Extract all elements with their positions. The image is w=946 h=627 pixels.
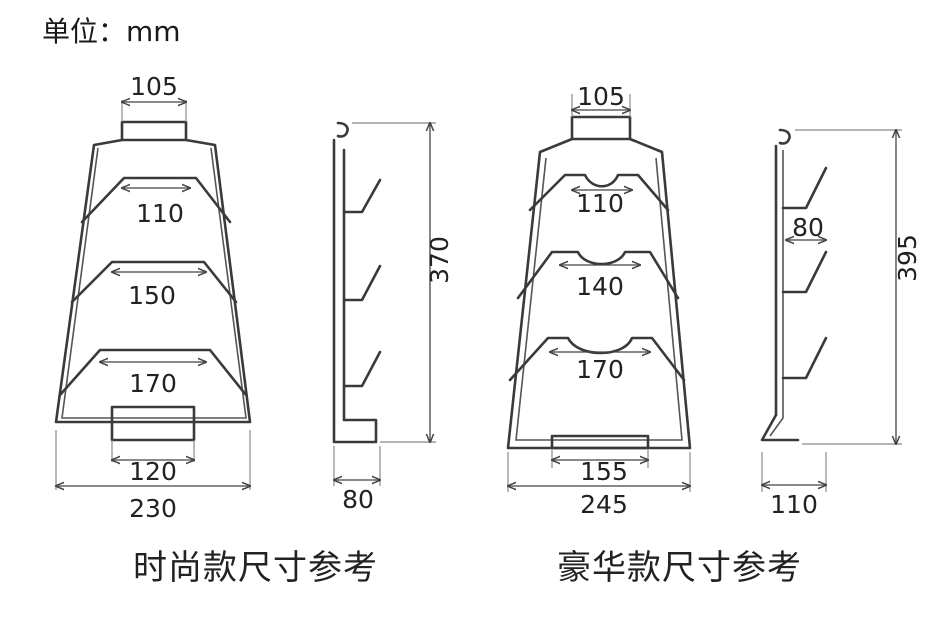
right-inner-frame xyxy=(515,157,683,441)
right-dim-base-slot: 155 xyxy=(580,457,628,486)
right-base-tray xyxy=(550,434,650,450)
right-dim-hook-depth: 80 xyxy=(792,213,824,242)
right-dim-height: 395 xyxy=(893,234,922,282)
left-front-view: 105 110 150 170 120 230 xyxy=(54,72,252,523)
right-dim-tier-3: 170 xyxy=(576,355,624,384)
left-top-plate xyxy=(120,120,188,142)
left-tier-2 xyxy=(70,260,238,304)
left-dim-top-width: 105 xyxy=(130,72,178,101)
left-inner-frame xyxy=(61,147,247,419)
right-dim-tier-2: 140 xyxy=(576,272,624,301)
left-dim-tier-1: 110 xyxy=(136,199,184,228)
left-dim-tier-3: 170 xyxy=(129,369,177,398)
right-side-frame-inner xyxy=(769,150,784,437)
right-side-hook xyxy=(778,128,791,145)
right-front-view: 105 110 140 170 155 245 xyxy=(506,82,692,519)
left-base-slot xyxy=(110,405,196,442)
left-dim-depth: 80 xyxy=(342,485,374,514)
left-dim-overall-width: 230 xyxy=(129,494,177,523)
right-side-arm-3 xyxy=(781,336,828,380)
right-side-arm-1 xyxy=(781,166,828,210)
right-dim-top-width: 105 xyxy=(577,82,625,111)
left-outer-frame xyxy=(54,138,252,424)
right-side-view: 80 395 110 xyxy=(760,128,922,519)
left-dim-tier-2: 150 xyxy=(128,281,176,310)
right-dim-tier-1: 110 xyxy=(576,189,624,218)
left-tier-1 xyxy=(80,176,232,224)
left-side-arm-1 xyxy=(342,178,382,214)
left-side-view: 370 80 xyxy=(332,121,454,514)
right-model-caption: 豪华款尺寸参考 xyxy=(557,548,802,588)
right-side-frame xyxy=(760,144,800,442)
left-side-frame xyxy=(332,138,378,444)
left-dim-height: 370 xyxy=(425,236,454,284)
left-tier-3 xyxy=(58,348,248,397)
left-dim-base-slot: 120 xyxy=(129,457,177,486)
right-dim-overall-width: 245 xyxy=(580,490,628,519)
left-model-caption: 时尚款尺寸参考 xyxy=(133,548,378,588)
right-top-plate xyxy=(570,115,632,141)
left-side-arm-3 xyxy=(342,350,382,388)
left-side-hook xyxy=(336,121,349,138)
right-dim-depth: 110 xyxy=(770,490,818,519)
left-side-arm-2 xyxy=(342,264,382,302)
unit-label: 单位：mm xyxy=(42,15,181,48)
right-side-arm-2 xyxy=(781,250,828,294)
